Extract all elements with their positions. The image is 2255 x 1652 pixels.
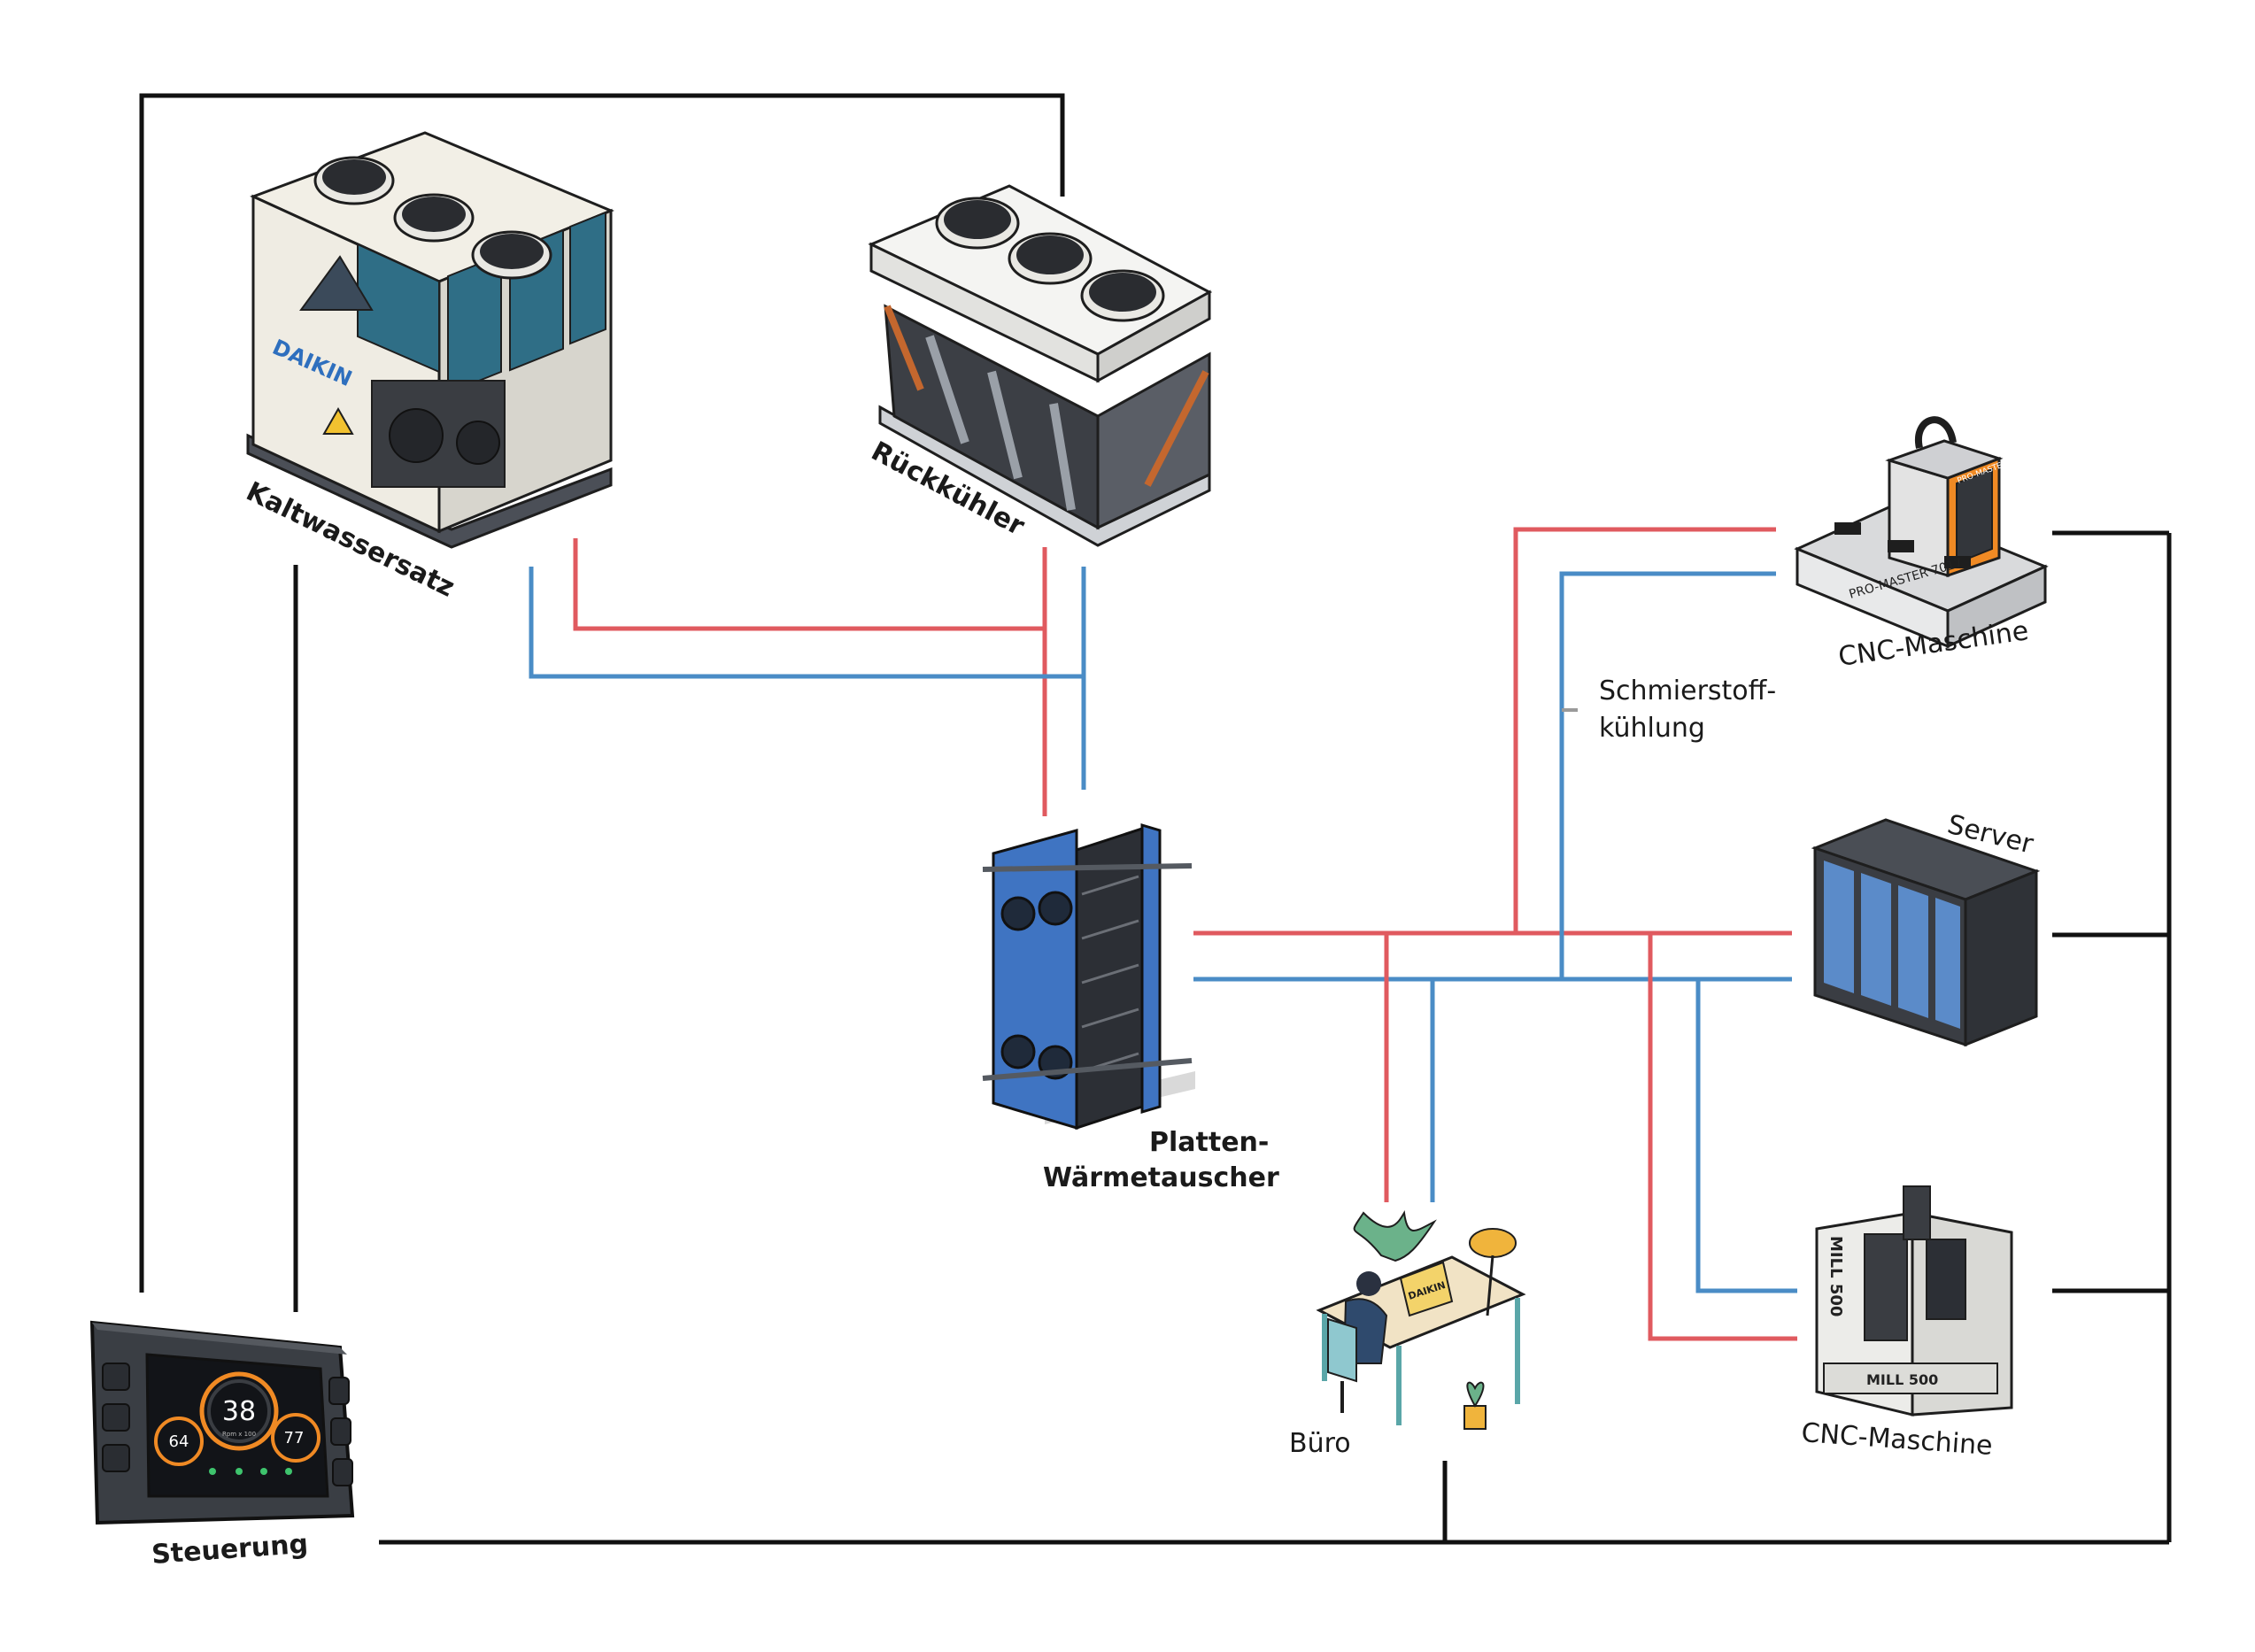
- cnc-top-illustration: PRO-MASTER 7017 PRO-MASTER: [1794, 416, 2049, 649]
- cnc-bottom-illustration: MILL 500 MILL 500: [1815, 1185, 2013, 1417]
- chiller-illustration: DAIKIN: [246, 131, 614, 549]
- label-lubrication-line2: kühlung: [1599, 713, 1705, 744]
- label-heat-exchanger-line1: Platten-: [1149, 1127, 1269, 1158]
- gauge-main-unit: Rpm x 100: [222, 1431, 256, 1438]
- label-lubrication-line1: Schmierstoff-: [1599, 675, 1776, 706]
- pipe-hot-cnc-bottom: [1648, 933, 1797, 1341]
- cnc-bottom-name-text: MILL 500: [1866, 1371, 1938, 1388]
- chiller-fan-icon: [313, 156, 552, 280]
- pipe-cold-chiller: [529, 567, 1084, 679]
- pipe-hot-cnc-top: [1513, 527, 1776, 933]
- drycooler-illustration: [868, 184, 1213, 547]
- server-rack-icon: [1824, 861, 1960, 1029]
- gauge-left-icon: [154, 1417, 204, 1466]
- wire-control-to-drycooler: [139, 93, 1065, 1293]
- office-illustration: DAIKIN: [1316, 1210, 1526, 1430]
- label-office: Büro: [1289, 1428, 1351, 1459]
- status-indicators-icon: [209, 1468, 292, 1475]
- cnc-bottom-side-text: MILL 500: [1826, 1236, 1845, 1316]
- gauge-right-value: 77: [284, 1429, 305, 1447]
- controller-illustration[interactable]: 38 Rpm x 100 64 77: [89, 1320, 355, 1525]
- control-wiring: [139, 93, 2172, 1545]
- heat-exchanger-illustration: [982, 822, 1195, 1131]
- pipe-cold-cnc-bottom: [1695, 979, 1797, 1293]
- label-cnc-bottom: CNC-Maschine: [1800, 1417, 1993, 1462]
- label-control: Steuerung: [151, 1529, 309, 1571]
- drycooler-fan-icon: [935, 197, 1165, 322]
- gauge-main-icon: [199, 1371, 279, 1451]
- pipe-hot-chiller: [573, 538, 1045, 631]
- gauge-left-value: 64: [169, 1432, 189, 1451]
- gauge-right-icon: [271, 1413, 320, 1463]
- server-illustration: [1811, 818, 2041, 1047]
- piping: [529, 527, 1797, 1341]
- gauge-main-value: 38: [222, 1396, 256, 1427]
- label-heat-exchanger-line2: Wärmetauscher: [1043, 1162, 1279, 1193]
- pipe-cold-cnc-top: [1559, 571, 1776, 979]
